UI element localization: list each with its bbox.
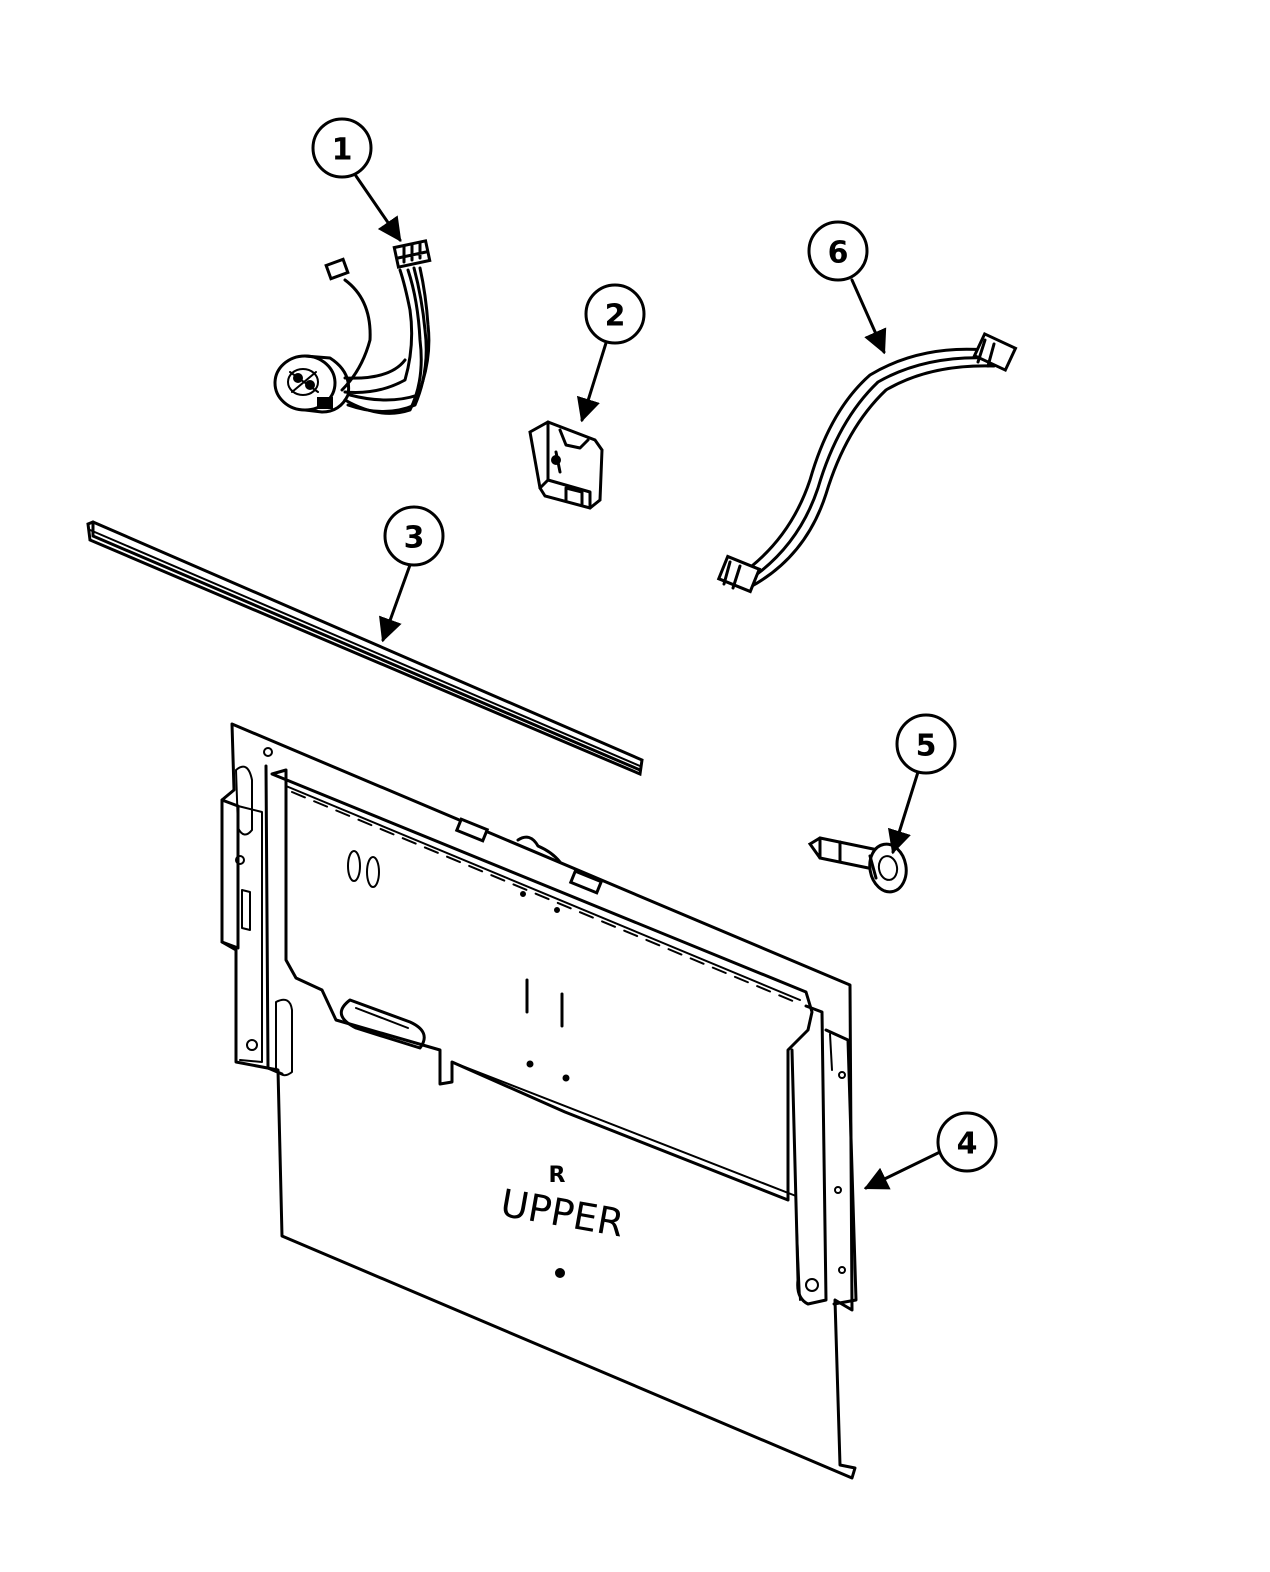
callout-5: 5 bbox=[887, 713, 957, 855]
part-5-push-pin bbox=[807, 836, 908, 894]
panel-mark-r: R bbox=[549, 1163, 566, 1188]
callout-2-label: 2 bbox=[605, 299, 626, 334]
callout-4: 4 bbox=[863, 1111, 998, 1190]
callout-3: 3 bbox=[379, 505, 445, 643]
callout-6: 6 bbox=[807, 220, 887, 355]
part-1-switch-harness bbox=[273, 239, 432, 415]
part-4-panel: R UPPER bbox=[220, 722, 858, 1480]
callout-3-label: 3 bbox=[404, 521, 425, 556]
callout-1-label: 1 bbox=[332, 133, 353, 168]
part-2-bracket-clip bbox=[528, 420, 604, 510]
callout-4-label: 4 bbox=[957, 1127, 978, 1162]
panel-mark-upper: UPPER bbox=[497, 1181, 627, 1246]
part-6-wire-harness bbox=[716, 331, 1018, 594]
callout-1: 1 bbox=[311, 117, 402, 242]
callout-6-label: 6 bbox=[828, 236, 849, 271]
callout-2: 2 bbox=[576, 283, 646, 423]
part-3-strip bbox=[86, 520, 644, 777]
callout-5-label: 5 bbox=[916, 729, 937, 764]
